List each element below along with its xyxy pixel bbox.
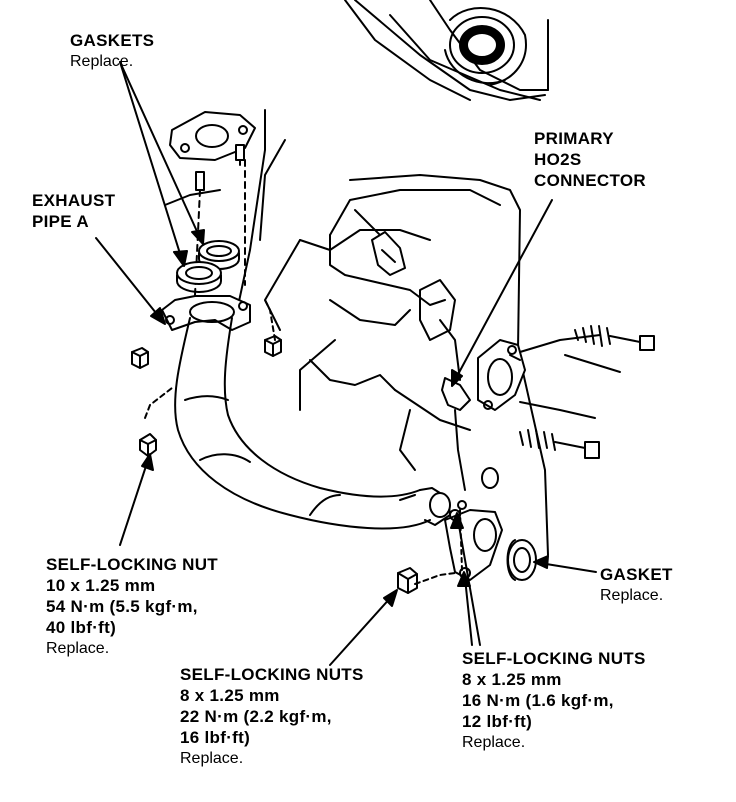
self-locking-nut-10-torque2: 40 lbf·ft)	[46, 618, 117, 637]
upper-tank	[354, 0, 546, 101]
self-locking-nuts-16-label: SELF-LOCKING NUTS	[462, 649, 646, 668]
ho2s-sensor	[354, 209, 406, 276]
self-locking-nuts-16-torque1: 16 N·m (1.6 kgf·m,	[462, 691, 614, 710]
self-locking-nuts-22-callout: SELF-LOCKING NUTS 8 x 1.25 mm 22 N·m (2.…	[180, 664, 364, 769]
self-locking-nuts-22-torque1: 22 N·m (2.2 kgf·m,	[180, 707, 332, 726]
self-locking-nut-10-callout: SELF-LOCKING NUT 10 x 1.25 mm 54 N·m (5.…	[46, 554, 218, 659]
leader-arrows	[95, 61, 597, 666]
primary-ho2s-line2: HO2S	[534, 150, 582, 169]
self-locking-nuts-22-note: Replace.	[180, 750, 244, 767]
lower-flange	[444, 500, 503, 581]
exhaust-pipe-label-line1: EXHAUST	[32, 191, 116, 210]
gasket-label: GASKET	[600, 565, 673, 584]
exhaust-pipe-callout: EXHAUST PIPE A	[32, 190, 115, 232]
self-locking-nuts-16-size: 8 x 1.25 mm	[462, 670, 562, 689]
ho2s-connector-wire	[439, 319, 499, 491]
self-locking-nut-10-note: Replace.	[46, 640, 110, 657]
manifold-flange	[169, 111, 256, 296]
gaskets-label: GASKETS	[70, 31, 155, 50]
exhaust-pipe-a	[161, 295, 451, 530]
exhaust-pipe-label-line2: PIPE A	[32, 212, 89, 231]
self-locking-nuts-22-label: SELF-LOCKING NUTS	[180, 665, 364, 684]
right-flange-with-bolts	[477, 325, 655, 459]
gasket-note: Replace.	[600, 587, 664, 604]
gaskets-callout: GASKETS Replace.	[70, 30, 154, 72]
catalytic-converter-body	[329, 0, 549, 556]
self-locking-nuts-16-note: Replace.	[462, 734, 526, 751]
primary-ho2s-line3: CONNECTOR	[534, 171, 646, 190]
self-locking-nut-10-torque1: 54 N·m (5.5 kgf·m,	[46, 597, 198, 616]
self-locking-nuts-16-callout: SELF-LOCKING NUTS 8 x 1.25 mm 16 N·m (1.…	[462, 648, 646, 753]
self-locking-nut-10-size: 10 x 1.25 mm	[46, 576, 156, 595]
primary-ho2s-line1: PRIMARY	[534, 129, 614, 148]
self-locking-nuts-22-torque2: 16 lbf·ft)	[180, 728, 251, 747]
gasket-ring-right	[506, 539, 537, 581]
gaskets-note: Replace.	[70, 53, 134, 70]
self-locking-nuts-small	[131, 299, 456, 594]
self-locking-nut-10-label: SELF-LOCKING NUT	[46, 555, 218, 574]
gasket-rings-upper	[176, 240, 240, 293]
self-locking-nuts-16-torque2: 12 lbf·ft)	[462, 712, 533, 731]
self-locking-nuts-22-size: 8 x 1.25 mm	[180, 686, 280, 705]
primary-ho2s-callout: PRIMARY HO2S CONNECTOR	[534, 128, 646, 191]
gasket-callout: GASKET Replace.	[600, 564, 673, 606]
